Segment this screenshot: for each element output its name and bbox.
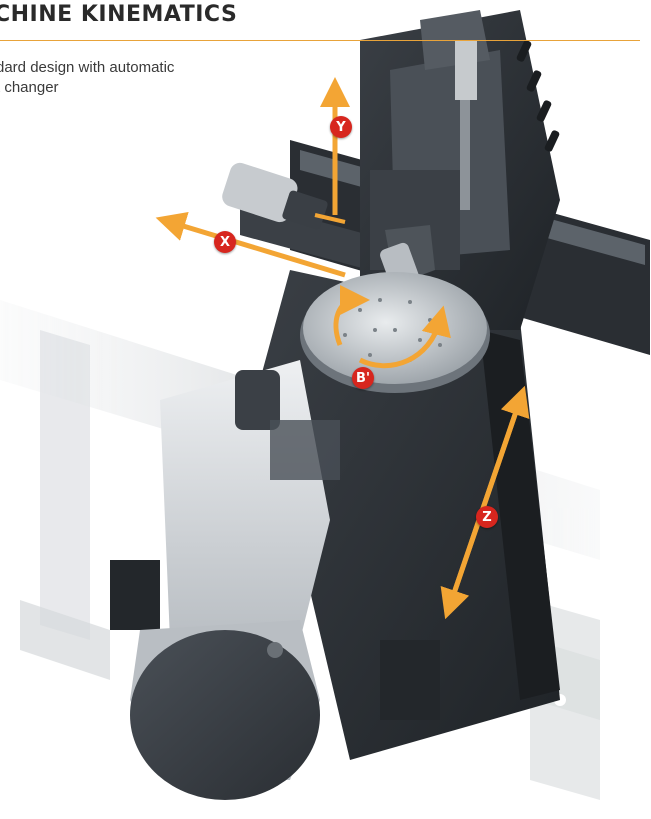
title-divider <box>0 40 640 41</box>
x-axis-arrow <box>155 211 346 278</box>
z-axis-badge: Z <box>476 506 498 528</box>
y-axis-badge: Y <box>330 116 352 138</box>
machine-column <box>360 10 560 330</box>
z-axis-arrow-reverse <box>440 399 523 620</box>
b-axis-arrow-right <box>358 305 451 369</box>
z-axis-bed <box>110 270 560 760</box>
b-axis-arrow-left <box>333 285 370 346</box>
page-title: CHINE KINEMATICS <box>0 2 238 27</box>
b-axis-badge: B' <box>352 367 374 389</box>
y-axis-foot <box>314 213 346 224</box>
subtitle-text: dard design with automatic t changer <box>0 59 175 96</box>
x-axis-badge: X <box>214 231 236 253</box>
pallet-changer <box>130 360 340 800</box>
x-axis-motor <box>222 162 328 230</box>
